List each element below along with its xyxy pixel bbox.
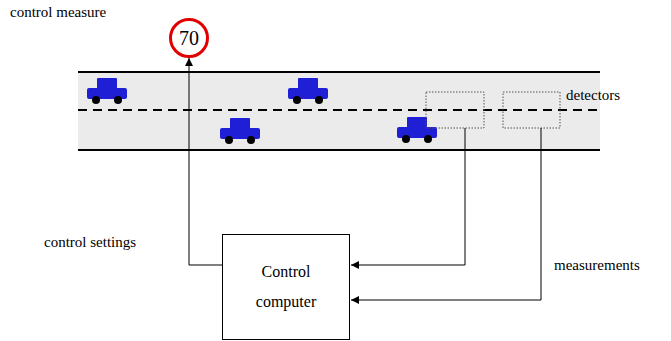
car-icon — [220, 118, 260, 144]
car-roof — [97, 78, 117, 89]
detector-loop — [503, 92, 560, 128]
car-wheel — [424, 135, 432, 143]
car-body — [288, 88, 328, 99]
box-label: Control computer — [245, 257, 327, 317]
sign-ring — [171, 20, 208, 57]
car-roof — [407, 117, 427, 128]
car-wheel — [92, 96, 100, 104]
car-wheel — [402, 135, 410, 143]
car-wheel — [247, 136, 255, 144]
detector-loop — [426, 92, 484, 128]
car-icon — [397, 117, 437, 143]
lane-divider — [78, 109, 600, 111]
speed-limit-value: 70 — [179, 27, 199, 49]
car-roof — [230, 118, 250, 129]
car-icon — [87, 78, 127, 104]
car-wheel — [225, 136, 233, 144]
road-edge — [78, 149, 600, 151]
car-wheel — [293, 96, 301, 104]
speed-sign: 70 — [169, 18, 209, 58]
road-surface — [78, 72, 600, 150]
car-roof — [298, 78, 318, 89]
control-wire — [189, 58, 222, 265]
caption-label: control measure — [10, 3, 106, 21]
measurement-wire — [351, 128, 465, 265]
signal-label: measurements — [554, 256, 640, 274]
measurement-wire — [351, 128, 541, 300]
car-icon — [288, 78, 328, 104]
callout-label: detectors — [566, 86, 620, 104]
process-box: Control computer — [222, 234, 350, 340]
car-body — [87, 88, 127, 99]
car-body — [220, 128, 260, 139]
car-body — [397, 127, 437, 138]
car-wheel — [114, 96, 122, 104]
road-edge — [78, 71, 600, 73]
signal-label: control settings — [44, 233, 136, 251]
car-wheel — [315, 96, 323, 104]
